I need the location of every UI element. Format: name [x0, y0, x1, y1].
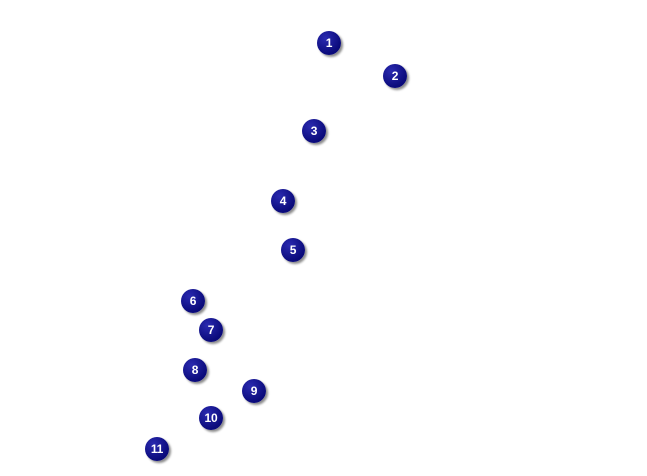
marker-1[interactable]: 1 [317, 31, 341, 55]
marker-2[interactable]: 2 [383, 64, 407, 88]
marker-label: 7 [207, 323, 215, 337]
marker-8[interactable]: 8 [183, 358, 207, 382]
marker-7[interactable]: 7 [199, 318, 223, 342]
marker-label: 10 [204, 411, 218, 425]
marker-11[interactable]: 11 [145, 437, 169, 461]
marker-label: 5 [289, 243, 297, 257]
marker-label: 8 [191, 363, 199, 377]
marker-label: 11 [150, 442, 164, 456]
marker-label: 4 [279, 194, 287, 208]
marker-label: 1 [325, 36, 333, 50]
marker-3[interactable]: 3 [302, 119, 326, 143]
marker-10[interactable]: 10 [199, 406, 223, 430]
marker-label: 6 [189, 294, 197, 308]
marker-5[interactable]: 5 [281, 238, 305, 262]
marker-label: 3 [310, 124, 318, 138]
marker-9[interactable]: 9 [242, 379, 266, 403]
marker-label: 9 [250, 384, 258, 398]
marker-label: 2 [391, 69, 399, 83]
marker-6[interactable]: 6 [181, 289, 205, 313]
marker-4[interactable]: 4 [271, 189, 295, 213]
